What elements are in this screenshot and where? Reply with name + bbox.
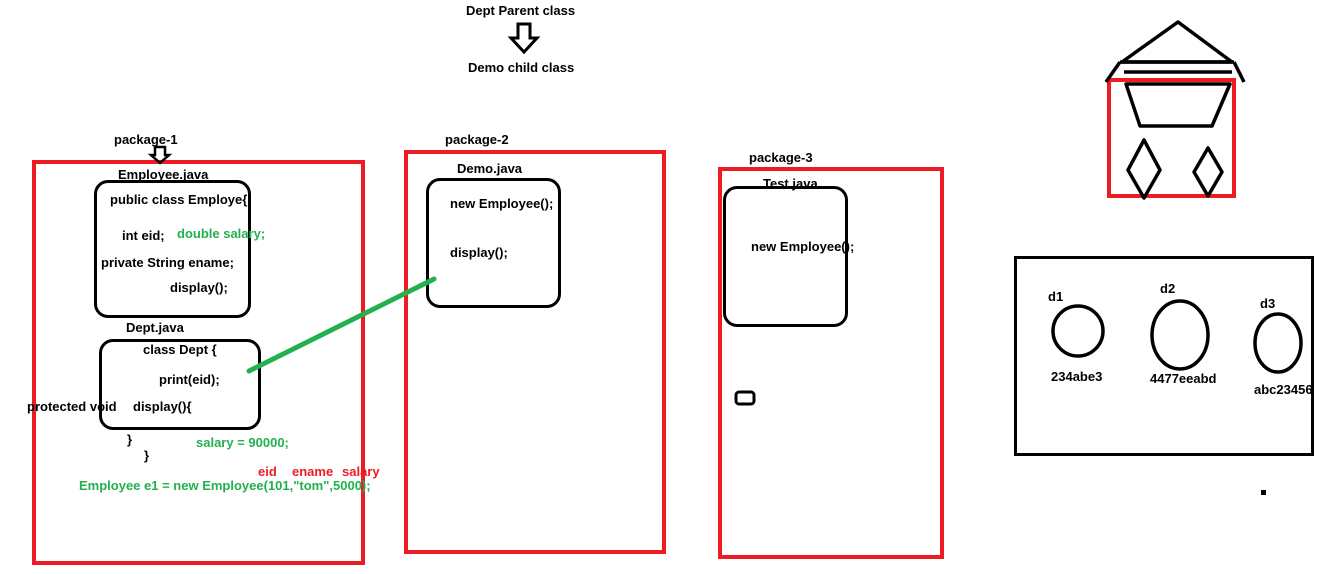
dept-protected-modifier: protected void [27,399,117,414]
child-class-label: Demo child class [468,60,575,75]
test-class-box [723,186,848,327]
inheritance-arrow-icon [507,22,541,55]
object-d3-icon [1253,312,1303,374]
object-creation-statement: Employee e1 = new Employee(101,"tom",500… [79,478,371,493]
ctor-param-eid: eid [258,464,277,479]
demo-new-employee: new Employee(); [450,196,554,211]
employee-display-call: display(); [170,280,228,295]
demo-display-call: display(); [450,245,508,260]
package-1-label: package-1 [114,132,178,147]
dept-file-name: Dept.java [126,320,184,335]
object-d1-hash: 234abe3 [1051,369,1103,384]
object-d1-icon [1051,304,1105,358]
parent-class-label: Dept Parent class [466,3,576,18]
object-d3-name: d3 [1260,296,1276,311]
house-red-box [1107,78,1236,198]
access-connector-line [246,276,437,374]
object-d2-icon [1150,299,1210,371]
object-d3-hash: abc23456 [1254,382,1313,397]
employee-eid-field: int eid; [122,228,165,243]
object-d1-name: d1 [1048,289,1064,304]
test-new-employee: new Employee(); [751,239,855,254]
dept-outer-close-brace: } [144,448,150,463]
package-2-box [404,150,666,554]
employee-file-name: Employee.java [118,167,209,182]
door-handle-icon [734,390,756,406]
employee-class-box [94,180,251,318]
dept-class-box [99,339,261,430]
heap-memory-box [1014,256,1314,456]
dept-inner-close-brace: } [127,432,133,447]
ctor-param-salary: salary [342,464,380,479]
demo-file-name: Demo.java [457,161,523,176]
house-icon [1104,20,1246,200]
package-3-box [718,167,944,559]
demo-class-box [426,178,561,308]
employee-class-decl: public class Employe{ [110,192,248,207]
object-d2-name: d2 [1160,281,1176,296]
employee-ename-field: private String ename; [101,255,234,270]
package-1-box [32,160,365,565]
salary-assignment: salary = 90000; [196,435,289,450]
object-d2-hash: 4477eeabd [1150,371,1217,386]
dept-print-call: print(eid); [159,372,220,387]
package-2-label: package-2 [445,132,509,147]
stray-dot [1261,490,1266,495]
dept-class-decl: class Dept { [143,342,217,357]
employee-salary-field: double salary; [177,226,266,241]
package-3-label: package-3 [749,150,813,165]
package-1-arrow-icon [147,145,173,165]
ctor-param-ename: ename [292,464,334,479]
dept-display-method: display(){ [133,399,192,414]
test-file-name: Test.java [763,176,818,191]
